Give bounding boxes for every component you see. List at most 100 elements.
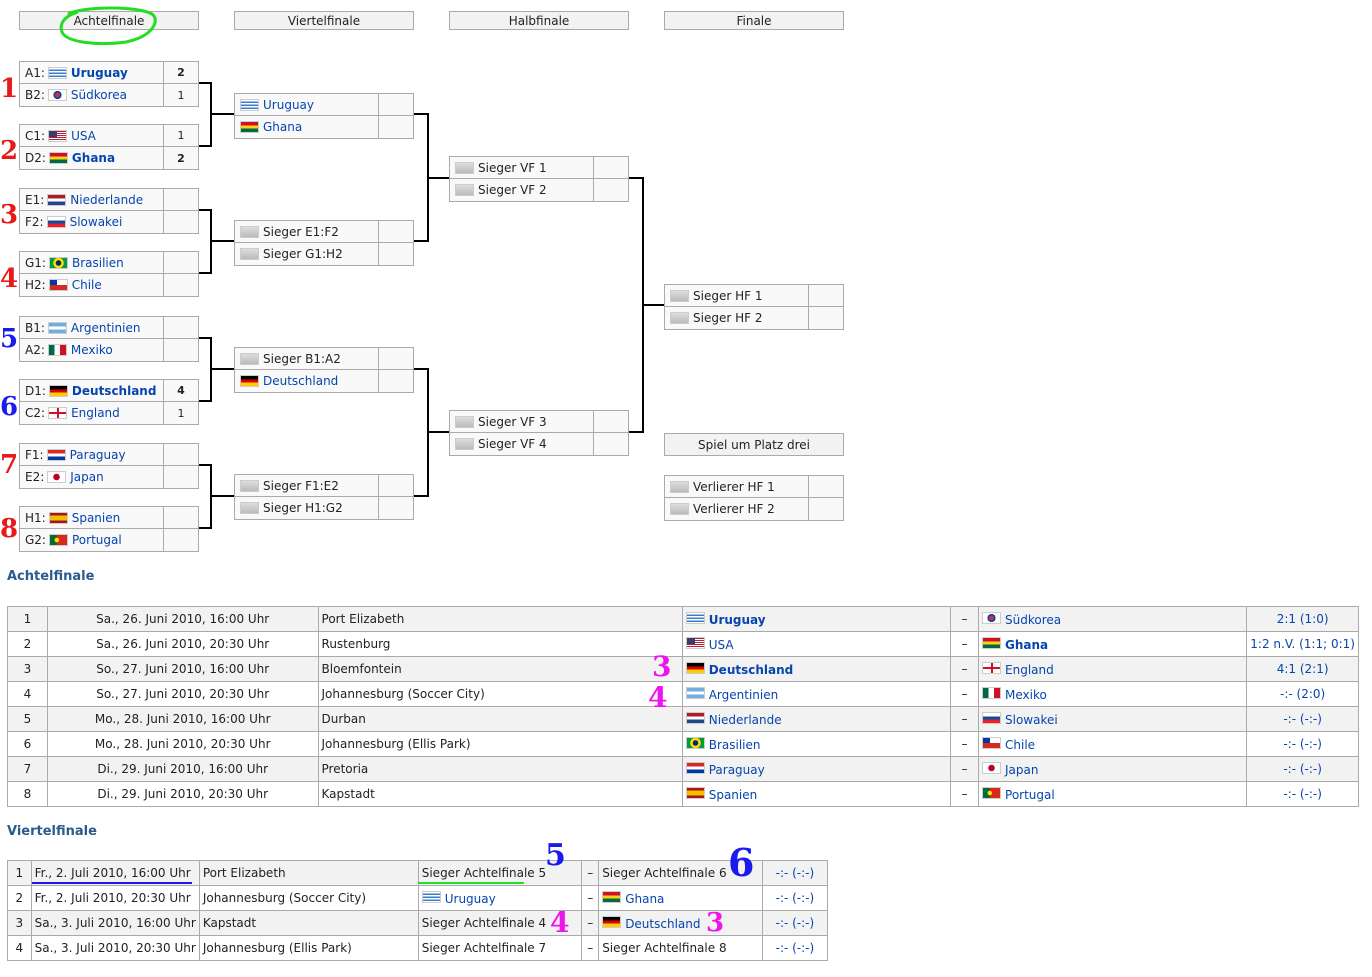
round-header-third-place: Spiel um Platz drei (664, 433, 844, 456)
home-team-link[interactable]: Paraguay (708, 762, 765, 777)
away-team-link[interactable]: Slowakei (1005, 712, 1058, 727)
result-link[interactable]: -:- (-:-) (1283, 762, 1322, 776)
away-team-link[interactable]: Ghana (1005, 637, 1049, 652)
team-name-link[interactable]: Deutschland (263, 374, 339, 388)
away-team-link[interactable]: Mexiko (1005, 687, 1047, 702)
bracket-team-row: Sieger H1:G2 (235, 497, 413, 519)
away-team-link[interactable]: Deutschland (625, 916, 701, 931)
team-name-link: Sieger HF 1 (693, 288, 763, 303)
team-name-link[interactable]: Südkorea (70, 88, 128, 102)
result-cell: -:- (-:-) (761, 935, 829, 961)
team-name-link[interactable]: Spanien (71, 510, 121, 525)
match-date: Di., 29. Juni 2010, 20:30 Uhr (46, 781, 319, 807)
result-cell: -:- (-:-) (761, 910, 829, 936)
annotation-bracket-5: 5 (0, 324, 19, 354)
home-team-link[interactable]: Deutschland (708, 662, 794, 677)
home-team-link[interactable]: Brasilien (708, 737, 761, 752)
team-score (379, 497, 413, 519)
home-team-link[interactable]: Argentinien (708, 687, 779, 702)
away-team-cell: Sieger Achtelfinale 8 (598, 935, 763, 961)
away-team-link[interactable]: England (1005, 662, 1054, 677)
southkorea-flag-icon (47, 89, 67, 101)
result-link[interactable]: -:- (-:-) (775, 891, 815, 905)
bracket-team-row: Sieger VF 3 (450, 411, 628, 433)
bracket-team-cell: Verlierer HF 1 (665, 476, 809, 497)
team-name-link[interactable]: Deutschland (71, 383, 157, 398)
home-team-link[interactable]: Niederlande (708, 712, 782, 727)
away-team-link[interactable]: Japan (1005, 762, 1039, 777)
match-date: Di., 29. Juni 2010, 16:00 Uhr (46, 756, 319, 782)
result-link[interactable]: 1:2 n.V. (1:1; 0:1) (1250, 637, 1355, 651)
team-name-link: Verlierer HF 1 (693, 479, 775, 494)
team-name-link[interactable]: USA (71, 128, 96, 143)
ghana-flag-icon (602, 890, 622, 903)
team-name-link[interactable]: Niederlande (70, 192, 144, 207)
team-name-link[interactable]: England (71, 406, 120, 420)
match-date: Sa., 3. Juli 2010, 20:30 Uhr (30, 935, 200, 961)
bracket-team-row: H1:Spanien (20, 507, 198, 529)
result-link[interactable]: -:- (-:-) (1283, 737, 1322, 751)
result-cell: -:- (-:-) (1246, 706, 1359, 732)
away-team-link[interactable]: Ghana (625, 891, 665, 906)
result-link[interactable]: -:- (-:-) (775, 866, 815, 880)
home-team-cell: Paraguay (681, 756, 952, 782)
result-link[interactable]: 4:1 (2:1) (1276, 662, 1329, 676)
unknown-flag-icon (455, 415, 474, 428)
team-name-link[interactable]: Ghana (71, 151, 116, 165)
result-cell: -:- (-:-) (1246, 756, 1359, 782)
team-name-link[interactable]: Chile (71, 278, 102, 292)
team-name-link[interactable]: Brasilien (71, 255, 124, 270)
uruguay-flag-icon (47, 66, 67, 79)
result-link[interactable]: -:- (-:-) (1283, 712, 1322, 726)
team-name-link[interactable]: Japan (70, 470, 104, 484)
away-team-link[interactable]: Chile (1005, 737, 1036, 752)
result-link[interactable]: -:- (-:-) (775, 916, 815, 930)
team-name-link[interactable]: Uruguay (263, 97, 314, 112)
home-team-link[interactable]: USA (708, 637, 734, 652)
team-name-link[interactable]: Paraguay (69, 447, 126, 462)
match-number: 5 (7, 706, 48, 732)
team-name-link: Sieger H1:G2 (263, 501, 343, 515)
team-name-link[interactable]: Ghana (263, 120, 303, 134)
home-team-link[interactable]: Spanien (708, 787, 758, 802)
home-team-link[interactable]: Uruguay (708, 612, 766, 627)
bracket-team-cell: Uruguay (235, 94, 379, 115)
team-name-link[interactable]: Portugal (71, 533, 122, 547)
netherlands-flag-icon (47, 193, 67, 206)
bracket-team-cell: Sieger B1:A2 (235, 348, 379, 369)
team-name-link[interactable]: Argentinien (70, 320, 141, 335)
bracket-team-cell: Sieger H1:G2 (235, 497, 379, 519)
team-name-link[interactable]: Uruguay (70, 65, 128, 80)
annotation-vf-5: 5 (545, 838, 566, 873)
brazil-flag-icon (685, 736, 705, 749)
team-seed: H2: (25, 278, 46, 292)
team-score: 2 (164, 147, 198, 169)
away-team-link[interactable]: Südkorea (1005, 612, 1062, 627)
team-name-link[interactable]: Slowakei (69, 215, 123, 229)
result-link[interactable]: -:- (2:0) (1280, 687, 1326, 701)
bracket-team-cell: C2: England (20, 402, 164, 424)
result-link[interactable]: -:- (-:-) (775, 941, 815, 955)
match-date: Fr., 2. Juli 2010, 20:30 Uhr (30, 885, 200, 911)
uruguay-flag-icon (421, 890, 441, 903)
team-score (379, 475, 413, 496)
away-team-link[interactable]: Portugal (1005, 787, 1055, 802)
result-link[interactable]: 2:1 (1:0) (1276, 612, 1329, 626)
annotation-vf-4: 4 (550, 906, 570, 939)
result-link[interactable]: -:- (-:-) (1283, 787, 1322, 801)
team-name-link[interactable]: Mexiko (70, 343, 113, 357)
result-cell: -:- (-:-) (1246, 781, 1359, 807)
match-number: 4 (7, 935, 32, 961)
home-team-link[interactable]: Uruguay (444, 891, 496, 906)
dash: – (581, 935, 600, 961)
away-team-cell: Portugal (978, 781, 1248, 807)
team-seed: C2: (25, 406, 46, 420)
